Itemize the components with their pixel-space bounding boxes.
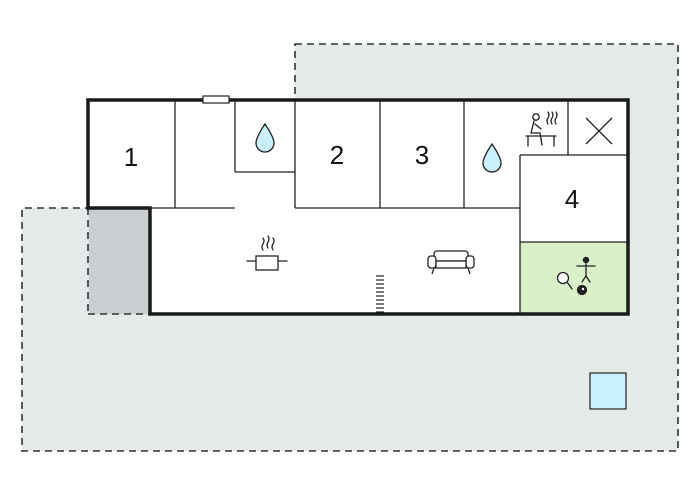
pool xyxy=(589,372,627,410)
table-tennis-icon xyxy=(556,256,596,296)
room-number-1: 1 xyxy=(124,142,138,172)
cross-icon xyxy=(585,117,613,145)
water-drop-icon xyxy=(482,142,502,173)
sauna-icon xyxy=(525,111,558,147)
room-number-4: 4 xyxy=(565,184,579,214)
staircase xyxy=(376,275,384,313)
water-drop-icon xyxy=(255,122,275,153)
exterior-walls xyxy=(86,98,630,316)
activity-room-fill xyxy=(520,242,628,314)
window xyxy=(202,95,230,104)
sofa-icon xyxy=(427,250,475,275)
room-number-3: 3 xyxy=(415,140,429,170)
room-number-2: 2 xyxy=(330,140,344,170)
interior-walls xyxy=(150,100,628,314)
carport-area xyxy=(89,208,150,314)
cooking-pot-icon xyxy=(246,235,288,271)
